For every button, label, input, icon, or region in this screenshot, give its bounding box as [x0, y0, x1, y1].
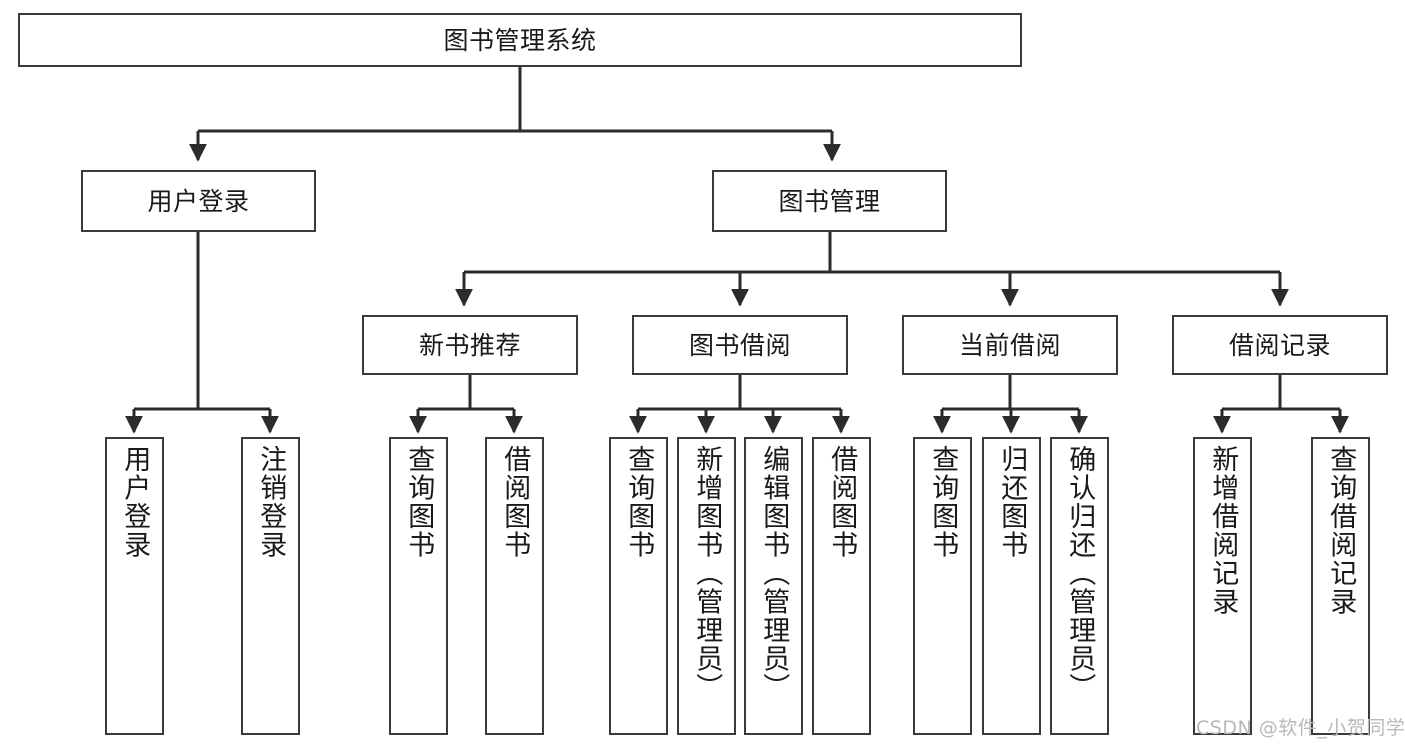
node-label: 查询图书 [623, 445, 655, 559]
node-book-borrow[interactable]: 图书借阅 [632, 315, 848, 375]
node-label: 新书推荐 [418, 330, 521, 360]
node-root-system[interactable]: 图书管理系统 [18, 13, 1022, 67]
node-label: 用户登录 [147, 186, 250, 216]
node-user-login[interactable]: 用户登录 [81, 170, 316, 232]
node-label: 归还图书 [996, 445, 1028, 559]
node-label: 图书管理系统 [443, 25, 597, 55]
leaf-borrow-borrow-book[interactable]: 借阅图书 [812, 437, 871, 735]
leaf-recommend-borrow-book[interactable]: 借阅图书 [485, 437, 544, 735]
node-label: 查询借阅记录 [1325, 445, 1357, 616]
node-label: 图书管理 [778, 186, 881, 216]
leaf-records-add-record[interactable]: 新增借阅记录 [1193, 437, 1252, 735]
node-label: 借阅记录 [1228, 330, 1331, 360]
node-label: 注销登录 [255, 445, 287, 559]
leaf-borrow-query-book[interactable]: 查询图书 [609, 437, 668, 735]
leaf-recommend-query-book[interactable]: 查询图书 [389, 437, 448, 735]
leaf-borrow-add-book-admin[interactable]: 新增图书（管理员） [677, 437, 736, 735]
leaf-current-query-book[interactable]: 查询图书 [913, 437, 972, 735]
node-book-management[interactable]: 图书管理 [712, 170, 947, 232]
node-label: 借阅图书 [826, 445, 858, 559]
leaf-current-return-book[interactable]: 归还图书 [982, 437, 1041, 735]
node-label: 借阅图书 [499, 445, 531, 559]
node-borrow-records[interactable]: 借阅记录 [1172, 315, 1388, 375]
node-label: 查询图书 [403, 445, 435, 559]
leaf-borrow-edit-book-admin[interactable]: 编辑图书（管理员） [744, 437, 803, 735]
node-current-borrow[interactable]: 当前借阅 [902, 315, 1118, 375]
node-label: 图书借阅 [688, 330, 791, 360]
node-label: 新增借阅记录 [1207, 445, 1239, 616]
csdn-watermark: CSDN @软件_小贺同学 [1196, 717, 1405, 739]
node-label: 确认归还（管理员） [1064, 445, 1096, 702]
leaf-records-query-record[interactable]: 查询借阅记录 [1311, 437, 1370, 735]
node-label: 新增图书（管理员） [691, 445, 723, 702]
node-label: 用户登录 [119, 445, 151, 559]
leaf-current-confirm-return-admin[interactable]: 确认归还（管理员） [1050, 437, 1109, 735]
node-label: 查询图书 [927, 445, 959, 559]
node-new-book-recommend[interactable]: 新书推荐 [362, 315, 578, 375]
leaf-user-login-login[interactable]: 用户登录 [105, 437, 164, 735]
leaf-user-login-logout[interactable]: 注销登录 [241, 437, 300, 735]
node-label: 当前借阅 [958, 330, 1061, 360]
node-label: 编辑图书（管理员） [758, 445, 790, 702]
